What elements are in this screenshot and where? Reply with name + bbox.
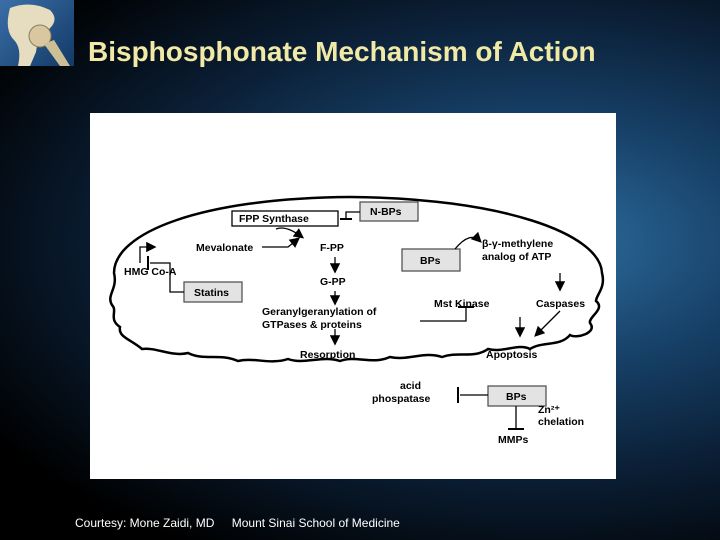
g-pp-label: G-PP: [320, 276, 346, 288]
hip-joint-logo: [0, 0, 74, 67]
statins-label: Statins: [194, 287, 229, 299]
hip-joint-icon: [7, 4, 70, 67]
atp-analog-line2: analog of ATP: [482, 251, 551, 263]
slide-footer: Courtesy: Mone Zaidi, MD Mount Sinai Sch…: [75, 516, 414, 530]
institution-text: Mount Sinai School of Medicine: [231, 516, 400, 530]
acid-line2: phospatase: [372, 393, 431, 405]
bps-bottom-box: [487, 385, 547, 407]
fpp-synthase-box: [231, 210, 339, 227]
diagram-panel: FPP Synthase N-BPs Mevalonate F-PP HMG C…: [90, 113, 616, 479]
f-pp-label: F-PP: [320, 242, 344, 254]
mst-kinase-label: Mst Kinase: [434, 298, 490, 310]
chelation-label: chelation: [538, 416, 584, 428]
fpp-to-fpp-arrow: [275, 227, 305, 239]
slide-title: Bisphosphonate Mechanism of Action: [88, 36, 596, 67]
acid-line1: acid: [400, 380, 421, 392]
apoptosis-label: Apoptosis: [486, 349, 537, 361]
caspases-label: Caspases: [536, 298, 585, 310]
bps-to-atp-analog-arrow: [454, 231, 482, 250]
mevalonate-label: Mevalonate: [196, 242, 253, 254]
fpp-synthase-label: FPP Synthase: [239, 213, 309, 225]
geranyl-line2: GTPases & proteins: [262, 319, 362, 331]
mechanism-diagram: FPP Synthase N-BPs Mevalonate F-PP HMG C…: [109, 195, 605, 446]
mst-kinase-inhibit-line: [420, 307, 467, 322]
courtesy-text: Courtesy: Mone Zaidi, MD: [75, 516, 215, 530]
resorption-label: Resorption: [300, 349, 355, 361]
caspases-to-apoptosis-arrow: [534, 310, 561, 337]
cell-membrane: [109, 195, 605, 363]
statins-inhibit-line: [150, 262, 184, 293]
bps-top-label: BPs: [420, 255, 441, 267]
mmps-label: MMPs: [498, 434, 528, 446]
zn-label: Zn²⁺: [538, 404, 560, 416]
bps-bottom-label: BPs: [506, 391, 527, 403]
n-bps-label: N-BPs: [370, 206, 402, 218]
hmg-coa-label: HMG Co-A: [124, 266, 177, 278]
mevalonate-to-fpp-arrow: [262, 237, 301, 248]
bps-top-box: [401, 248, 461, 272]
n-bps-inhibit-line: [345, 211, 360, 219]
atp-analog-line1: β-γ-methylene: [482, 238, 553, 250]
geranyl-line1: Geranylgeranylation of: [262, 306, 377, 318]
hmg-to-mevalonate-arrow: [139, 241, 157, 263]
